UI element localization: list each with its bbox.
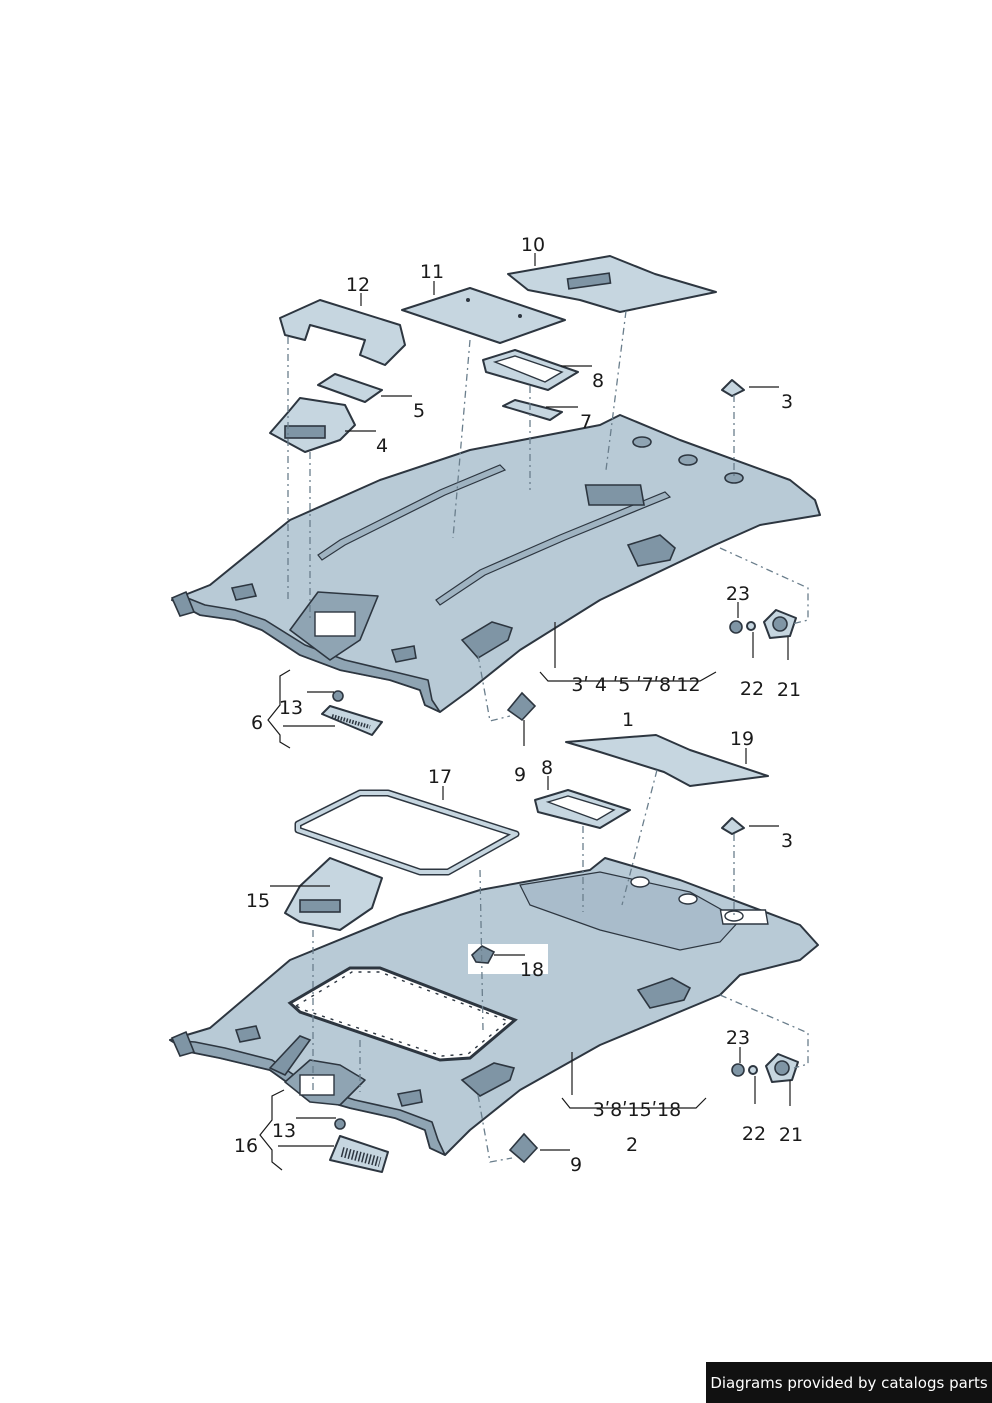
lower-parts xyxy=(284,734,799,1173)
callout-8: 8 xyxy=(541,757,553,779)
callout-21: 21 xyxy=(779,1124,803,1146)
upper-console-slot xyxy=(314,611,356,637)
insulation-mat-1 xyxy=(565,734,769,787)
lower-sunvisor-recess xyxy=(396,1089,423,1107)
callout-11: 11 xyxy=(420,261,444,283)
upper-grab-handle-recess xyxy=(626,534,676,567)
cover-6 xyxy=(321,705,383,736)
insulation-mat-10 xyxy=(507,255,717,313)
callout-13: 13 xyxy=(279,697,303,719)
upper-rear-hole xyxy=(724,472,744,484)
upper-side-tab xyxy=(170,590,196,617)
callout-9: 9 xyxy=(570,1154,582,1176)
callout-23: 23 xyxy=(726,583,750,605)
callout-4: 4 xyxy=(376,435,388,457)
lower-side-wall xyxy=(268,1035,312,1077)
upper-callouts: 10 11 12 8 5 7 4 3 23 22 21 13 6 9 3ʹ 4 … xyxy=(251,234,801,786)
light-unit-4-window xyxy=(284,425,326,439)
lower-rear-hole xyxy=(678,893,698,905)
callout-18: 18 xyxy=(520,959,544,981)
lower-sunvisor-recess xyxy=(234,1025,262,1043)
callout-15: 15 xyxy=(246,890,270,912)
holder-21-lower-center xyxy=(774,1060,790,1076)
callout-13: 13 xyxy=(272,1120,296,1142)
callout-17: 17 xyxy=(428,766,452,788)
callout-16: 16 xyxy=(234,1135,258,1157)
lens-7 xyxy=(502,399,563,421)
upper-headliner-assembly xyxy=(170,414,821,713)
callout-21: 21 xyxy=(777,679,801,701)
upper-parts xyxy=(269,255,797,736)
clip-18 xyxy=(470,945,496,964)
callout-6: 6 xyxy=(251,712,263,734)
upper-sunvisor-recess xyxy=(230,583,258,601)
upper-roof-light-opening xyxy=(584,484,645,506)
frame-8-upper-inner xyxy=(492,355,564,383)
callout-23: 23 xyxy=(726,1027,750,1049)
nut-23-lower xyxy=(731,1063,745,1077)
insulation-mat-10-cutout xyxy=(566,272,612,290)
lower-grab-handle-recess xyxy=(460,1062,516,1097)
console-bracket-12 xyxy=(279,299,406,366)
frame-8-lower-inner xyxy=(545,795,616,821)
upper-roof-groove-right xyxy=(435,491,672,606)
callout-7: 7 xyxy=(580,411,592,433)
callout-1: 1 xyxy=(622,709,634,731)
headliner-exploded-diagram: 10 11 12 8 5 7 4 3 23 22 21 13 6 9 3ʹ 4 … xyxy=(169,234,821,1176)
callout-3: 3 xyxy=(781,391,793,413)
callout-2: 2 xyxy=(626,1134,638,1156)
washer-22-upper xyxy=(746,621,756,631)
clip-9-upper xyxy=(506,691,537,722)
callout-10: 10 xyxy=(521,234,545,256)
callout-8: 8 xyxy=(592,370,604,392)
credit-banner: Diagrams provided by catalogs parts xyxy=(706,1362,992,1403)
callout-group-lower: 3ʹ8ʹ15ʹ18 xyxy=(593,1099,681,1121)
lower-leaders xyxy=(259,748,809,1171)
lower-side-tab xyxy=(170,1030,196,1057)
callout-5: 5 xyxy=(413,400,425,422)
upper-sunvisor-recess xyxy=(390,645,417,663)
clip-3-upper xyxy=(721,379,745,397)
lower-shell-underside xyxy=(169,1039,446,1156)
lower-console-slot xyxy=(299,1074,335,1096)
upper-roof-groove-left xyxy=(317,464,507,561)
clip-9-lower xyxy=(508,1132,539,1164)
washer-22-lower xyxy=(748,1065,758,1075)
upper-rear-hole xyxy=(632,436,652,448)
grille-16-slots xyxy=(340,1147,382,1167)
light-unit-4 xyxy=(269,397,356,453)
insulation-mat-11 xyxy=(401,287,566,344)
lower-rear-hole xyxy=(724,910,744,922)
upper-shell-underside xyxy=(171,594,441,713)
lower-roof-panel xyxy=(519,871,741,951)
console-15 xyxy=(284,857,383,931)
cover-6-grille xyxy=(331,714,371,729)
grille-16 xyxy=(329,1135,389,1173)
callout-12: 12 xyxy=(346,274,370,296)
upper-rear-hole xyxy=(678,454,698,466)
lower-callouts: 1 19 17 8 3 15 18 23 22 21 13 16 9 2 3ʹ8… xyxy=(234,709,803,1176)
lower-sunroof-opening xyxy=(287,966,518,1062)
lower-rear-hole xyxy=(630,876,650,888)
callout-3: 3 xyxy=(781,830,793,852)
callout-22: 22 xyxy=(742,1123,766,1145)
console-15-window xyxy=(299,899,341,913)
lower-grab-handle-recess xyxy=(636,977,692,1009)
nut-23-upper xyxy=(729,620,743,634)
upper-leaders xyxy=(267,253,809,749)
screw-13-upper xyxy=(332,690,344,702)
screw-13-lower xyxy=(334,1118,346,1130)
upper-grab-handle-recess xyxy=(460,621,514,660)
cover-5 xyxy=(317,373,383,403)
callout-9: 9 xyxy=(514,764,526,786)
seal-17-core xyxy=(296,791,518,874)
callout-group-upper: 3ʹ 4 ʹ5 ʹ7ʹ8ʹ12 xyxy=(571,674,700,696)
mat-11-hole xyxy=(518,314,522,318)
holder-21-upper-center xyxy=(772,616,788,632)
callout-22: 22 xyxy=(740,678,764,700)
callout-19: 19 xyxy=(730,728,754,750)
lower-headliner-assembly xyxy=(169,857,819,1156)
clip-3-lower xyxy=(721,817,745,835)
mat-11-hole xyxy=(466,298,470,302)
